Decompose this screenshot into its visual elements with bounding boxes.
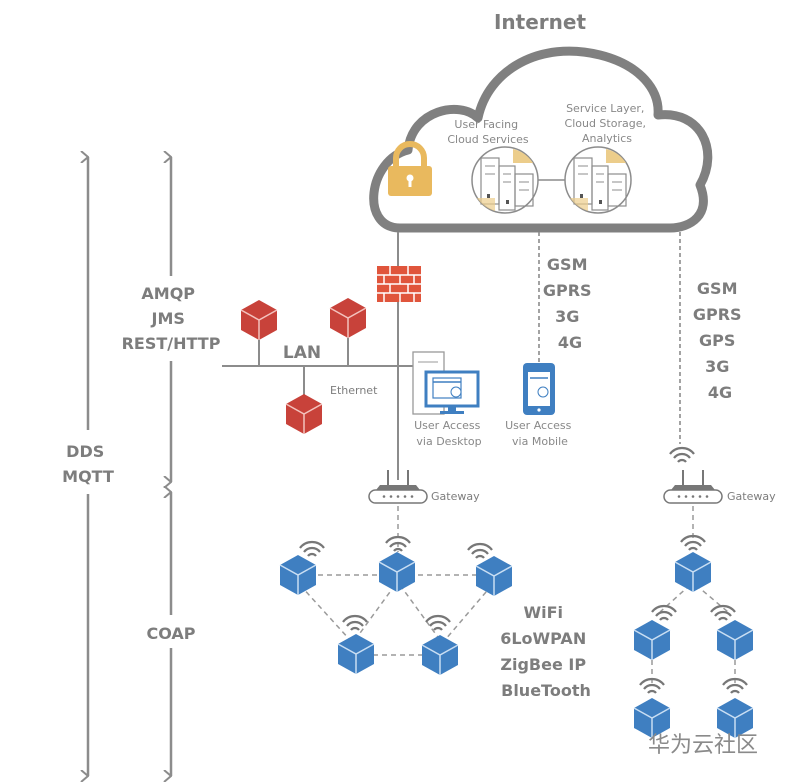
lan-label: LAN bbox=[283, 343, 321, 363]
mobile-access-label: User Access via Mobile bbox=[505, 419, 575, 448]
wifi-icon bbox=[341, 614, 369, 632]
watermark: 华为云社区 bbox=[648, 733, 758, 758]
wifi-icon bbox=[298, 540, 326, 558]
user-facing-label: User Facing Cloud Services bbox=[447, 118, 529, 146]
lan-node-icon bbox=[329, 297, 367, 339]
sensor-node-icon bbox=[337, 633, 375, 675]
gateway-label: Gateway bbox=[431, 490, 480, 503]
gateway-label: Gateway bbox=[727, 490, 776, 503]
remote-network-list: GSM GPRS GPS 3G 4G bbox=[693, 279, 747, 402]
user-facing-server-icon bbox=[471, 146, 539, 214]
upper-protocols: AMQP JMS REST/HTTP bbox=[122, 284, 221, 353]
service-layer-server-icon bbox=[564, 146, 632, 214]
wifi-icon bbox=[424, 614, 452, 632]
sensor-node-icon bbox=[378, 551, 416, 593]
ethernet-label: Ethernet bbox=[330, 384, 378, 397]
coap-label: COAP bbox=[146, 624, 195, 643]
wifi-icon bbox=[668, 446, 696, 464]
mesh-links bbox=[299, 506, 736, 684]
outer-protocols: DDS MQTT bbox=[62, 442, 114, 486]
desktop-access-label: User Access via Desktop bbox=[414, 419, 484, 448]
sensor-node-icon bbox=[674, 551, 712, 593]
wifi-icon bbox=[650, 604, 678, 622]
sensor-node-icon bbox=[716, 619, 754, 661]
sensor-node-icon bbox=[421, 634, 459, 676]
lan-node-icon bbox=[285, 393, 323, 435]
internet-title: Internet bbox=[494, 10, 586, 34]
sensor-node-icon bbox=[279, 554, 317, 596]
desktop-icon bbox=[412, 351, 480, 415]
service-layer-label: Service Layer, Cloud Storage, Analytics bbox=[565, 102, 650, 145]
firewall-icon bbox=[377, 266, 421, 302]
lan-node-icon bbox=[240, 299, 278, 341]
wifi-icon bbox=[384, 535, 412, 553]
wifi-icon bbox=[709, 604, 737, 622]
lock-icon bbox=[388, 141, 432, 196]
wifi-icon bbox=[466, 542, 494, 560]
sensor-node-icon bbox=[475, 555, 513, 597]
sensor-node-icon bbox=[633, 697, 671, 739]
cloud-shape bbox=[369, 46, 713, 233]
mesh-protocol-list: WiFi 6LoWPAN ZigBee IP BlueTooth bbox=[500, 603, 592, 700]
sensor-node-icon bbox=[633, 619, 671, 661]
mobile-network-list: GSM GPRS 3G 4G bbox=[543, 255, 597, 352]
gateway-icon bbox=[663, 469, 723, 504]
wifi-icon bbox=[679, 534, 707, 552]
sensor-node-icon bbox=[716, 697, 754, 739]
mobile-phone-icon bbox=[523, 363, 555, 415]
